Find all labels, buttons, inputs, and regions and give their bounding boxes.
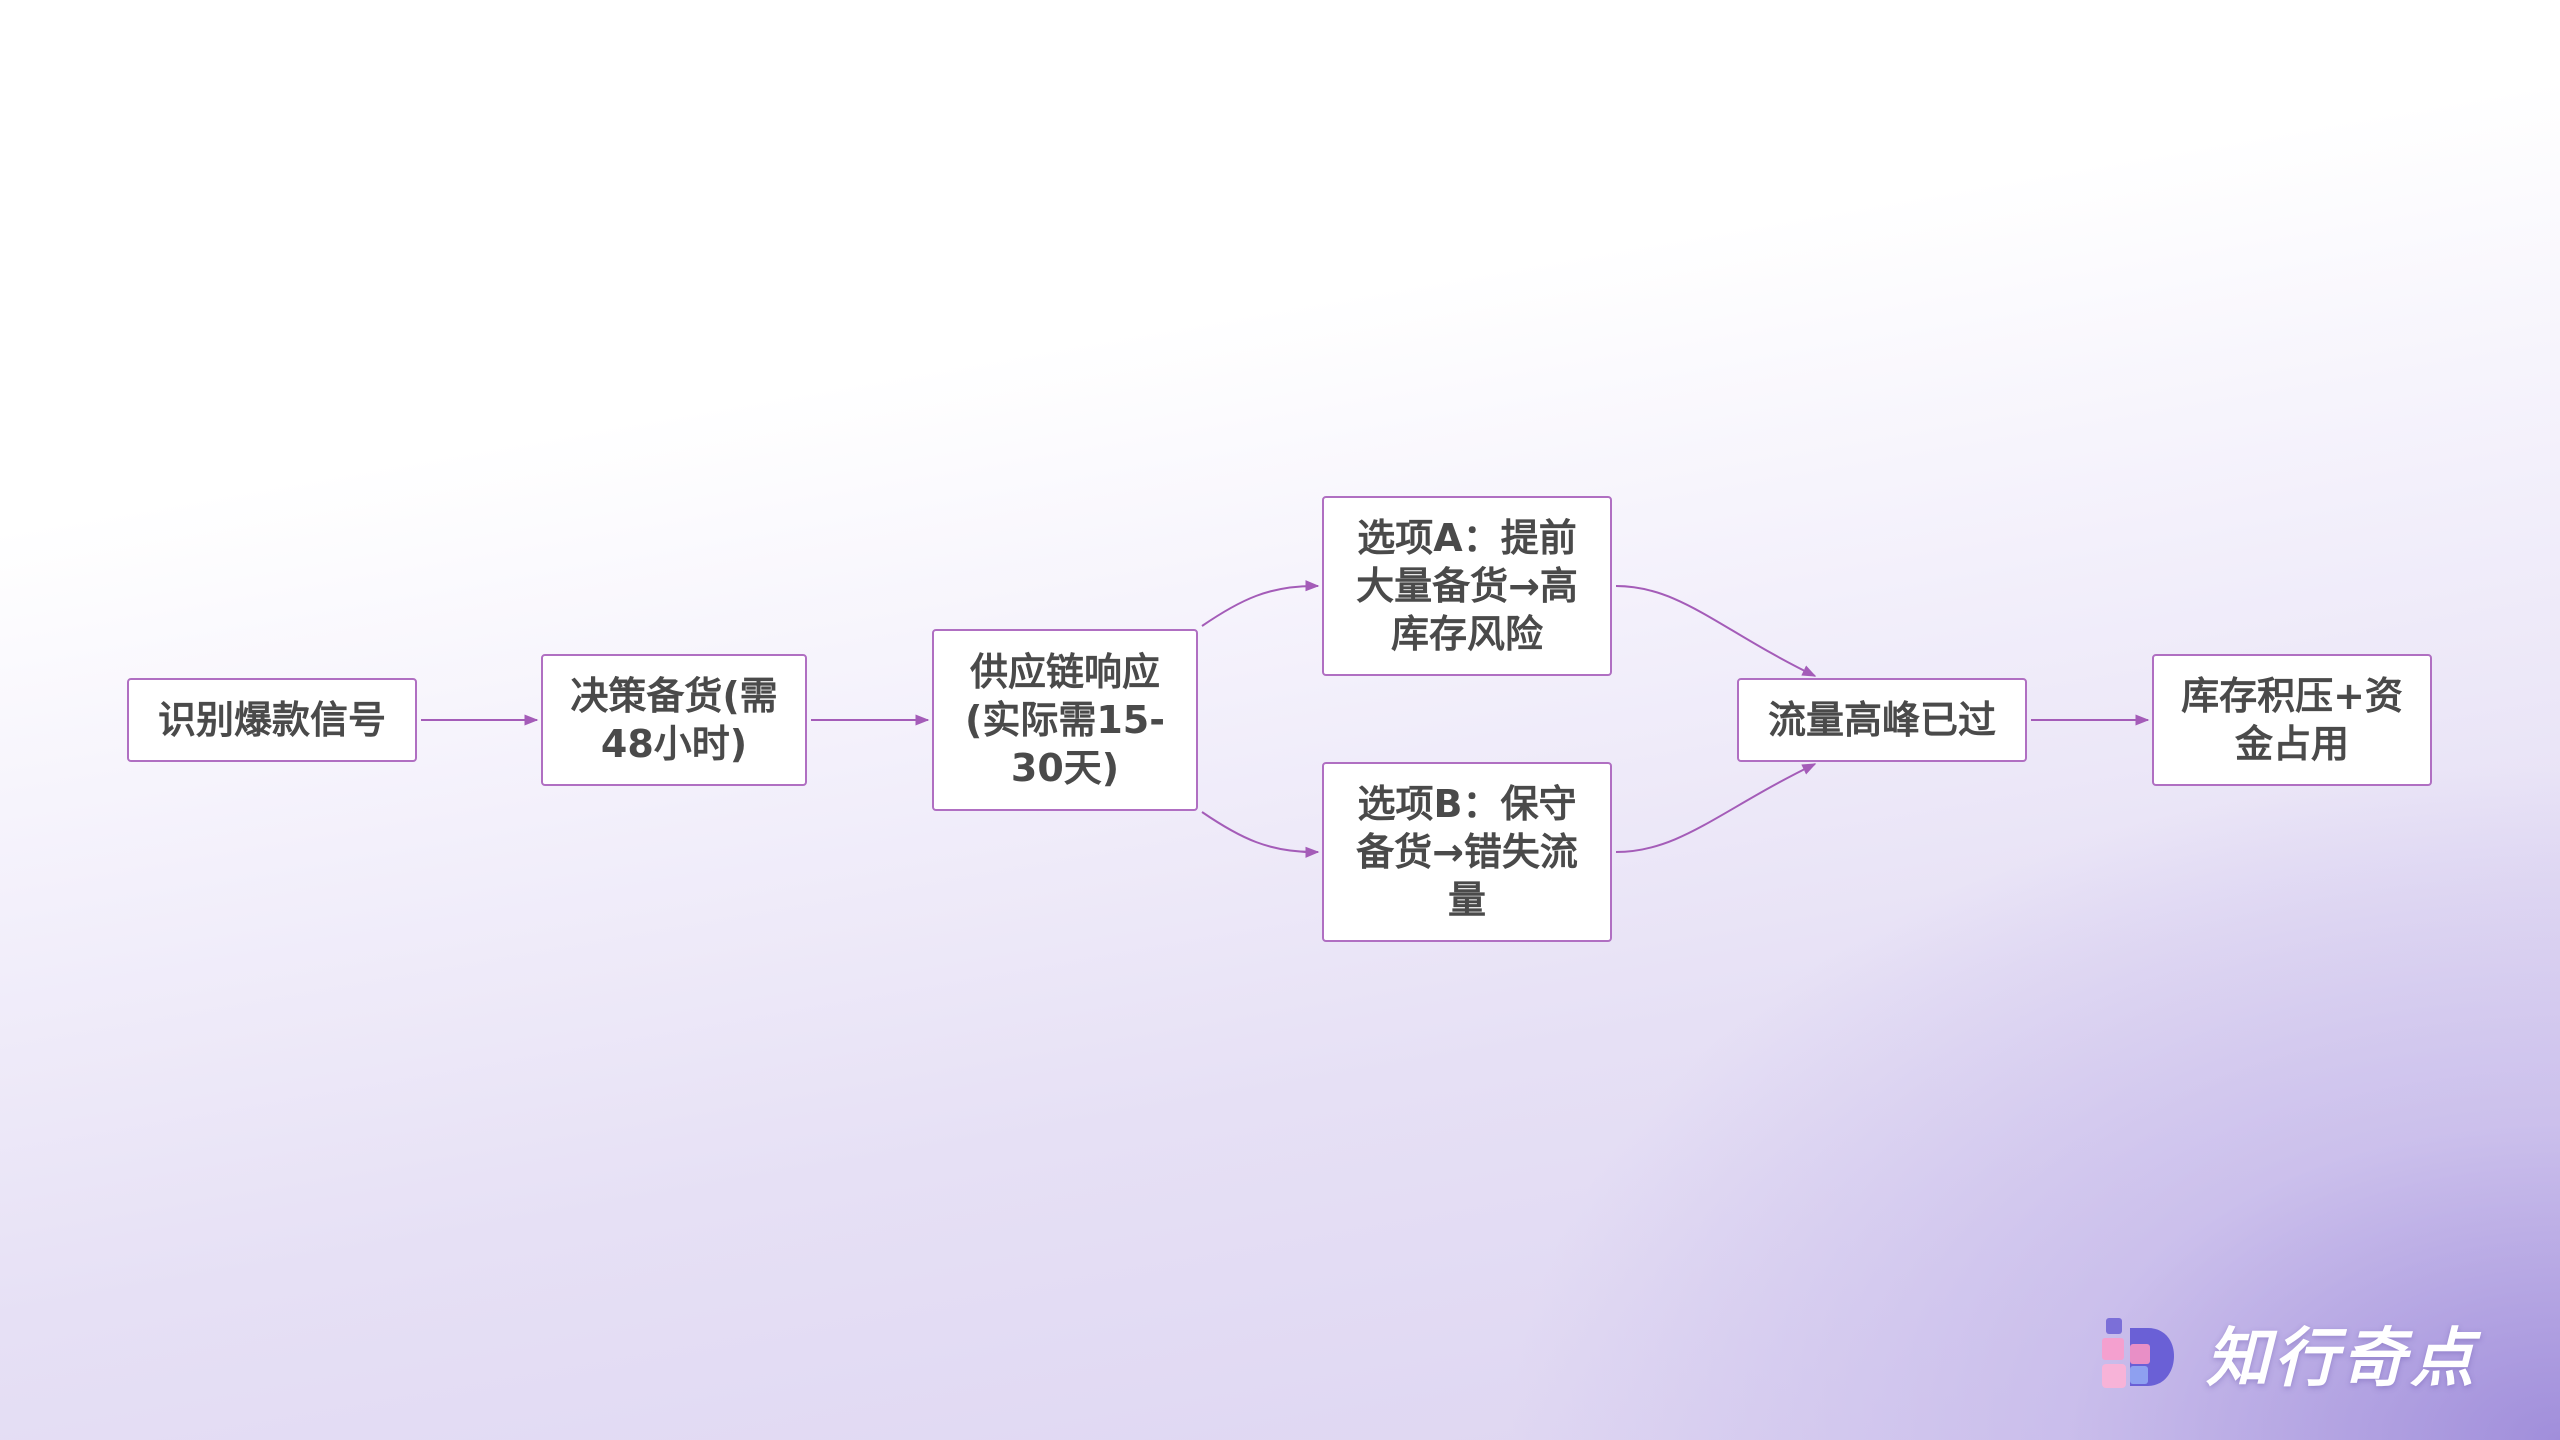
brand-logo: 知行奇点	[2100, 1308, 2520, 1398]
node-label: 库存积压+资金占用	[2181, 674, 2403, 766]
edge-n3-n4	[1201, 580, 1320, 627]
edge-n3-n5	[1201, 811, 1320, 858]
edge-n5-n6	[1615, 763, 1817, 853]
node-traffic-peak-passed: 流量高峰已过	[1737, 678, 2027, 762]
node-option-a: 选项A：提前大量备货→高库存风险	[1322, 496, 1612, 676]
edge-n4-n6	[1615, 585, 1817, 677]
node-label: 供应链响应(实际需15-30天)	[964, 650, 1166, 790]
node-identify-hit-signal: 识别爆款信号	[127, 678, 417, 762]
node-label: 流量高峰已过	[1767, 698, 1996, 742]
node-supply-chain-response: 供应链响应(实际需15-30天)	[932, 629, 1198, 811]
logo-text: 知行奇点	[2206, 1322, 2478, 1396]
node-label: 选项A：提前大量备货→高库存风险	[1356, 516, 1578, 656]
node-inventory-backlog: 库存积压+资金占用	[2152, 654, 2432, 786]
logo-mark-icon	[2100, 1314, 2178, 1392]
node-label: 决策备货(需48小时)	[570, 674, 778, 766]
node-label: 选项B：保守备货→错失流量	[1356, 782, 1578, 922]
node-stocking-decision: 决策备货(需48小时)	[541, 654, 807, 786]
node-label: 识别爆款信号	[157, 698, 386, 742]
node-option-b: 选项B：保守备货→错失流量	[1322, 762, 1612, 942]
